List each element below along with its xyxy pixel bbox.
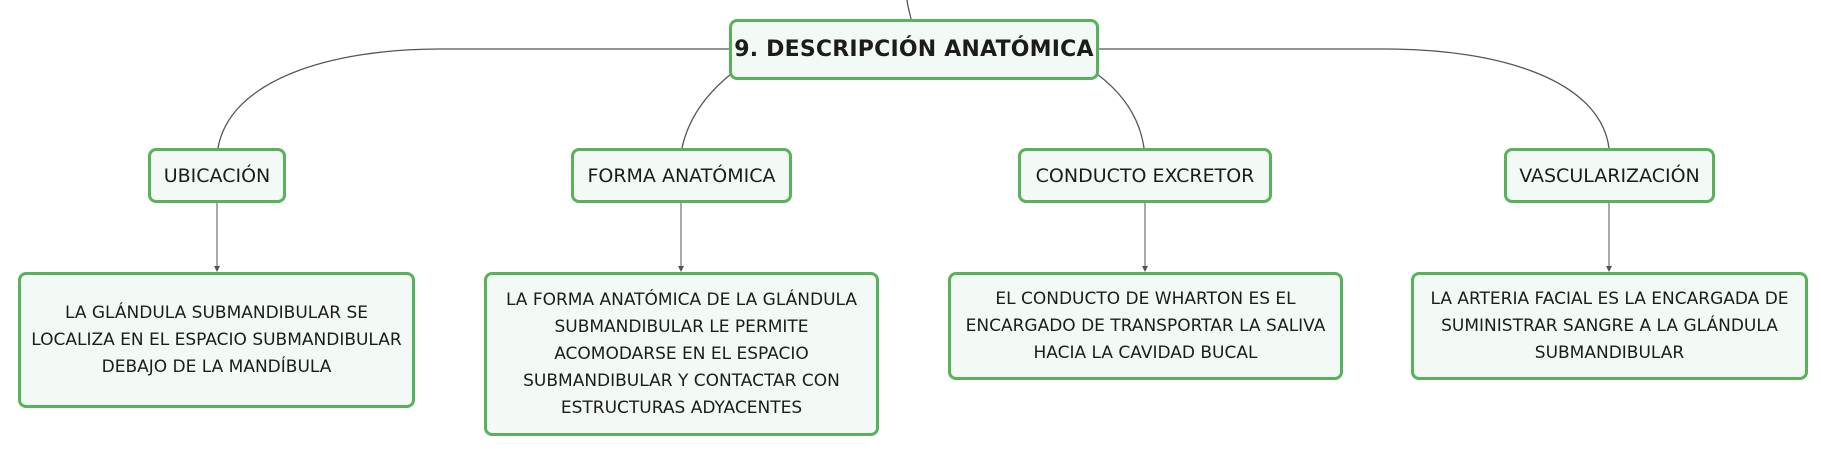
arrowhead-ubicacion bbox=[214, 266, 220, 272]
description-text: LA ARTERIA FACIAL ES LA ENCARGADA DE SUM… bbox=[1430, 288, 1789, 363]
arrowhead-forma bbox=[678, 266, 684, 272]
connector-root-forma bbox=[681, 73, 732, 149]
topic-label: UBICACIÓN bbox=[163, 164, 271, 187]
description-node-conducto-excretor[interactable]: EL CONDUCTO DE WHARTON ES EL ENCARGADO D… bbox=[948, 272, 1343, 380]
topic-node-ubicacion[interactable]: UBICACIÓN bbox=[148, 148, 286, 203]
description-node-ubicacion[interactable]: LA GLÁNDULA SUBMANDIBULAR SE LOCALIZA EN… bbox=[18, 272, 415, 408]
description-text: LA FORMA ANATÓMICA DE LA GLÁNDULA SUBMAN… bbox=[505, 289, 858, 418]
root-node[interactable]: 9. DESCRIPCIÓN ANATÓMICA bbox=[729, 19, 1099, 80]
description-node-forma-anatomica[interactable]: LA FORMA ANATÓMICA DE LA GLÁNDULA SUBMAN… bbox=[484, 272, 879, 436]
topic-label: VASCULARIZACIÓN bbox=[1519, 164, 1700, 187]
topic-node-vascularizacion[interactable]: VASCULARIZACIÓN bbox=[1504, 148, 1715, 203]
topic-node-conducto-excretor[interactable]: CONDUCTO EXCRETOR bbox=[1018, 148, 1272, 203]
arrowhead-conducto bbox=[1142, 266, 1148, 272]
topic-label: FORMA ANATÓMICA bbox=[587, 164, 776, 187]
connector-root-conducto bbox=[1096, 73, 1145, 149]
description-text: EL CONDUCTO DE WHARTON ES EL ENCARGADO D… bbox=[965, 288, 1326, 363]
connector-root-vasc bbox=[1099, 48, 1610, 149]
connector-root-ubicacion bbox=[217, 48, 729, 149]
connector-parent-root bbox=[906, 0, 912, 20]
topic-label: CONDUCTO EXCRETOR bbox=[1035, 164, 1255, 187]
root-title: 9. DESCRIPCIÓN ANATÓMICA bbox=[734, 37, 1094, 62]
arrowhead-vasc bbox=[1606, 266, 1612, 272]
topic-node-forma-anatomica[interactable]: FORMA ANATÓMICA bbox=[571, 148, 792, 203]
description-node-vascularizacion[interactable]: LA ARTERIA FACIAL ES LA ENCARGADA DE SUM… bbox=[1411, 272, 1808, 380]
description-text: LA GLÁNDULA SUBMANDIBULAR SE LOCALIZA EN… bbox=[31, 302, 402, 377]
